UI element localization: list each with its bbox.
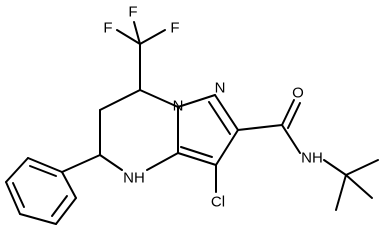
bond-ph-1-double <box>29 165 57 177</box>
bond-c2-carbonyl <box>237 124 283 131</box>
bond-n-pyrazole-c2-double <box>208 101 231 135</box>
bond-c2-c3 <box>215 129 239 166</box>
atom-nh-amide: NH <box>301 150 323 167</box>
bond-ph-2 <box>5 157 29 183</box>
bond-n-pyrazole-c2 <box>214 94 239 131</box>
bond-ph-3-double <box>12 182 25 208</box>
atom-nh-ring: NH <box>123 170 145 187</box>
bond-c5-nh <box>99 154 123 171</box>
bond-cf3-f-top-left <box>116 29 141 45</box>
bond-c7-c6 <box>99 89 141 111</box>
bonds <box>5 21 379 225</box>
bond-ph-3 <box>5 181 21 215</box>
bond-cf3-f-top-right <box>139 29 166 45</box>
atom-n-bridge: N <box>173 98 184 115</box>
bond-ph-1 <box>27 157 63 173</box>
bond-carbonyl-nh <box>281 124 301 154</box>
bond-tbu-me2 <box>345 174 373 199</box>
bond-cf3-f-bottom <box>133 21 141 45</box>
atom-f-top-right: F <box>170 20 179 37</box>
atom-labels: F F F N N NH NH O Cl <box>103 4 322 211</box>
molecule-structure: F F F N N NH NH O Cl <box>5 4 379 225</box>
bond-ph-5 <box>55 197 77 225</box>
bond-tbu-me3 <box>335 174 347 211</box>
atom-o-carbonyl: O <box>292 85 304 102</box>
bond-carbonyl-o <box>281 99 295 126</box>
bond-n-bridge-n-pyrazole <box>177 94 216 108</box>
atom-f-top-left: F <box>103 20 112 37</box>
bond-nh-tbu <box>323 159 347 176</box>
bond-c3-c3a <box>177 152 217 166</box>
bond-nh-c3a <box>146 152 179 171</box>
atom-f-bottom: F <box>128 4 137 21</box>
bond-c5-phenyl <box>61 154 101 173</box>
bond-ph-4 <box>19 213 57 225</box>
atom-n-pyrazole: N <box>215 80 226 97</box>
bond-n-bridge-c7 <box>139 89 179 108</box>
bond-ph-5-double <box>51 195 68 217</box>
bond-tbu-me1 <box>345 159 379 176</box>
bond-ph-6 <box>61 171 77 199</box>
atom-cl: Cl <box>211 194 225 211</box>
bond-c3-c3a-double <box>180 146 213 158</box>
bond-carbonyl-o-double <box>287 102 301 129</box>
